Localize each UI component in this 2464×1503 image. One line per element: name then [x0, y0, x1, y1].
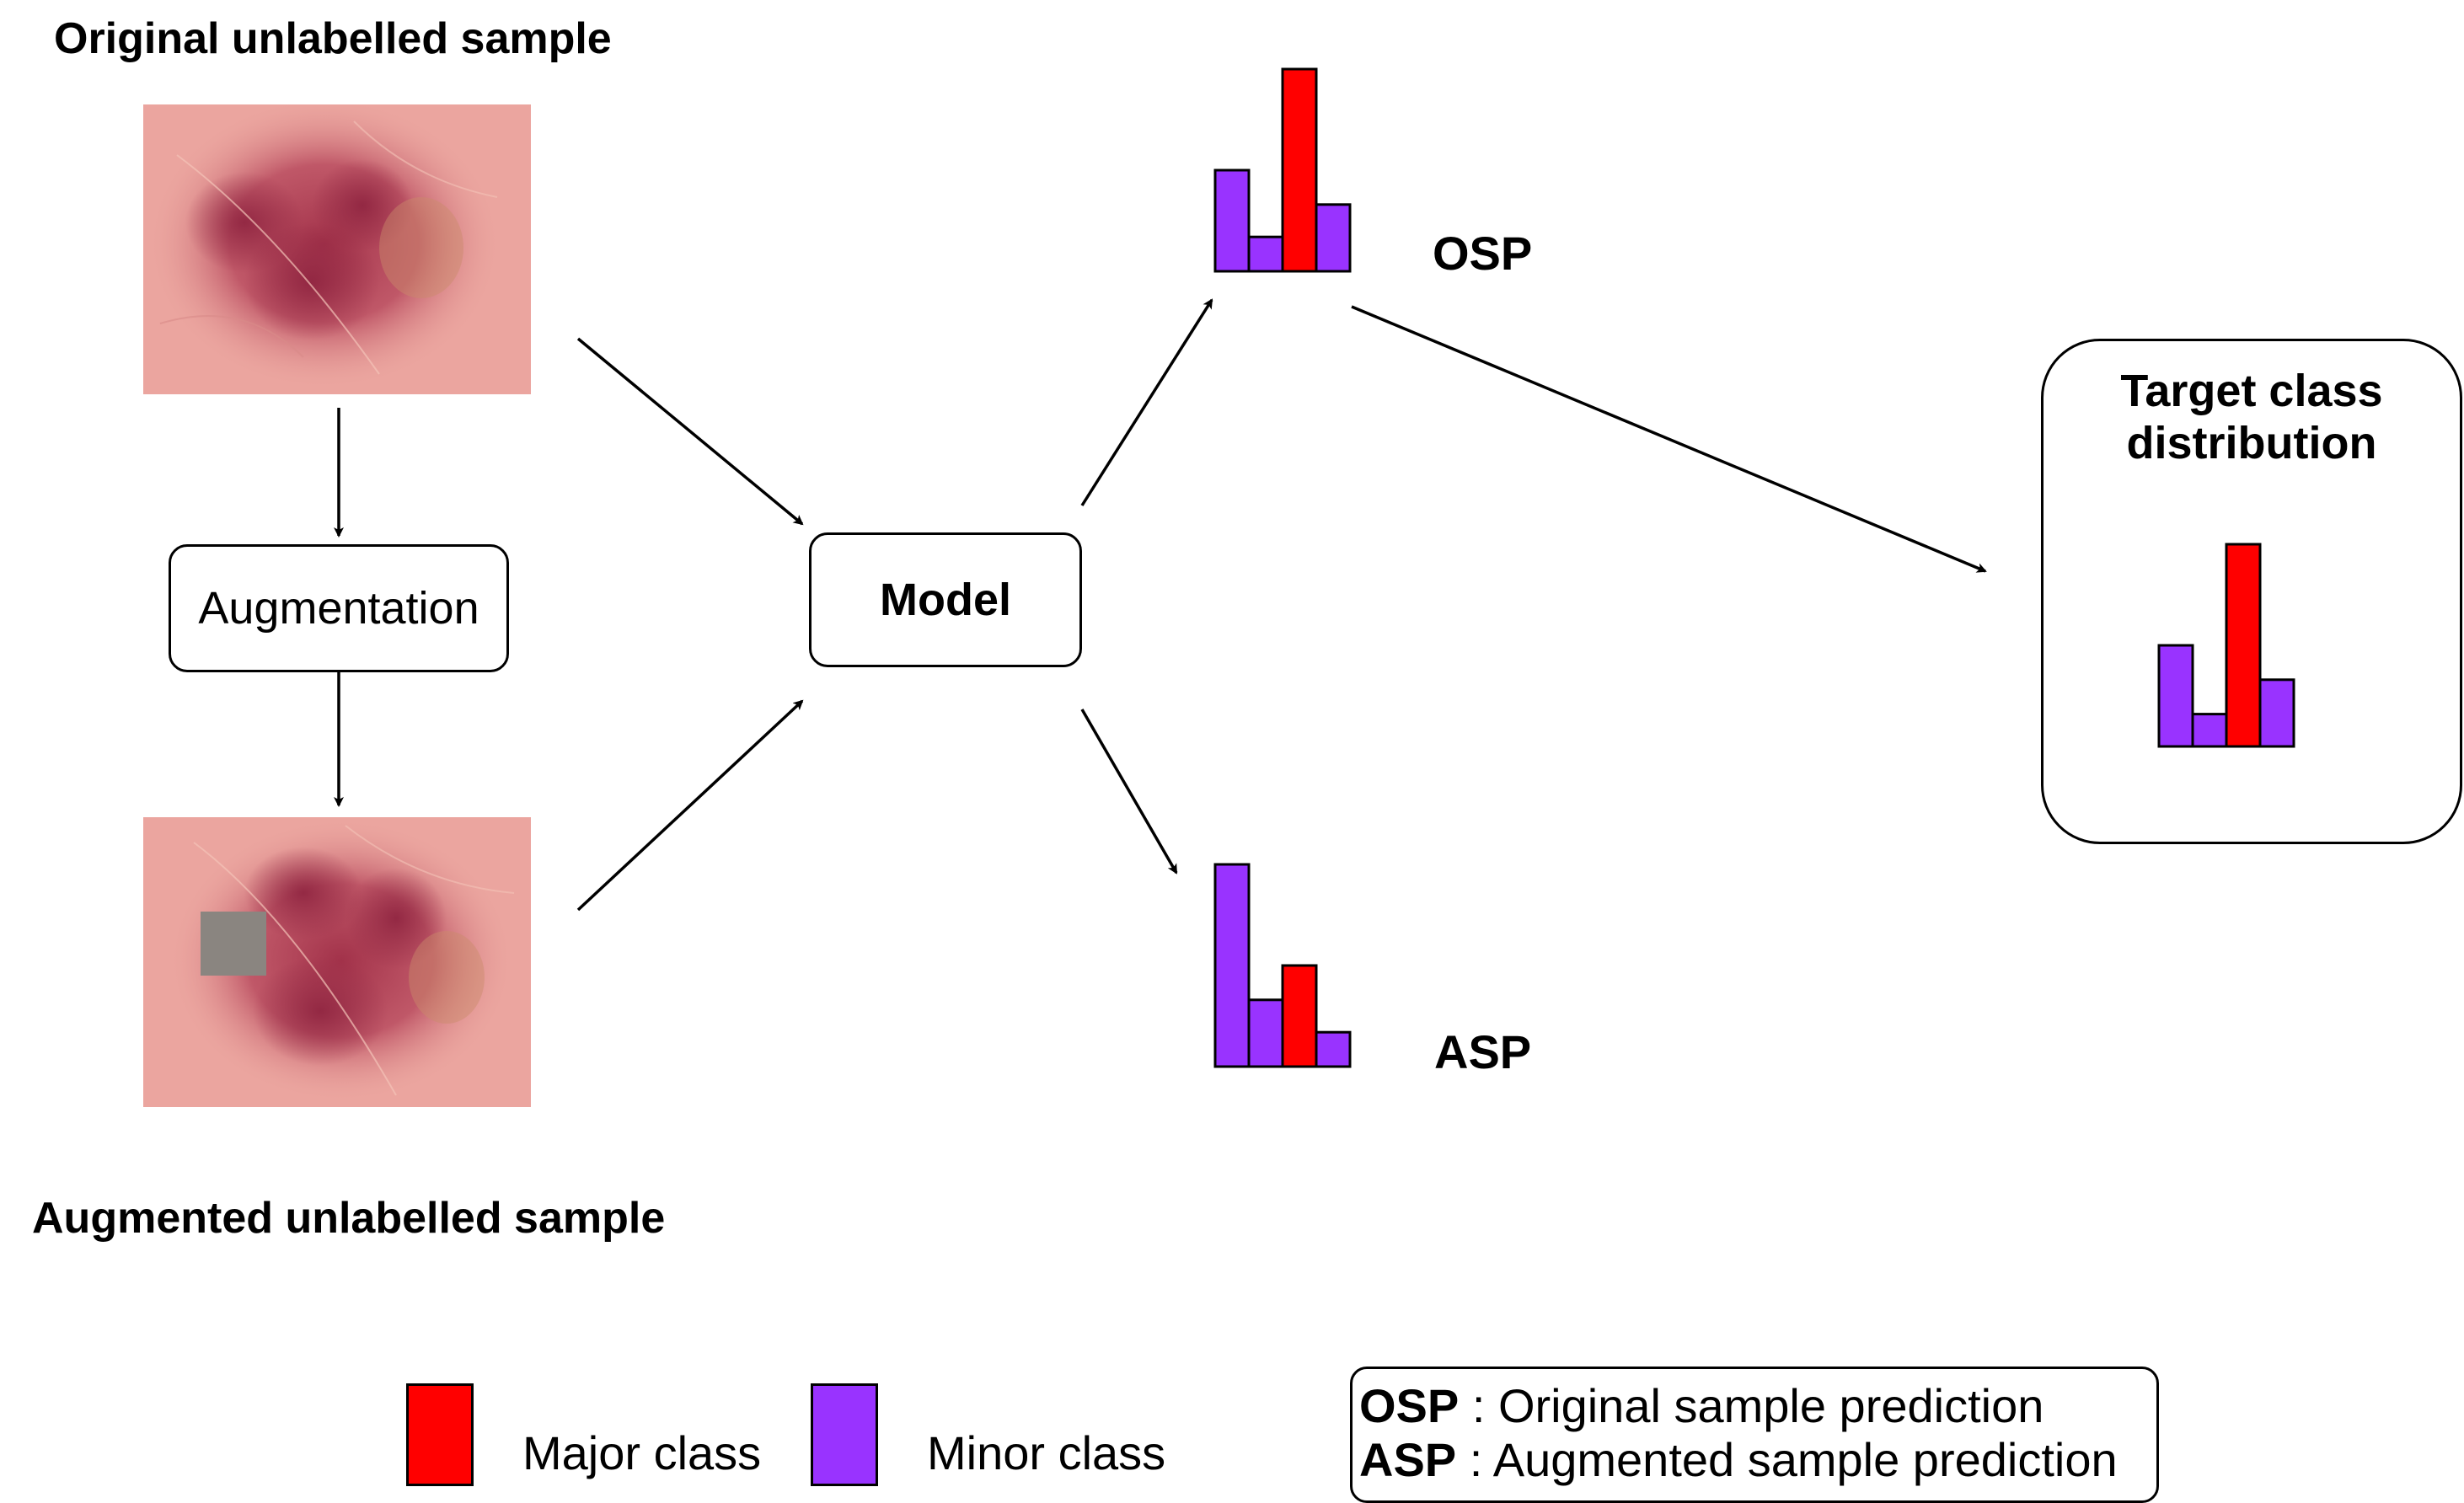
osp-bar-1 — [1213, 168, 1251, 273]
osp-bar-4 — [1315, 203, 1352, 273]
model-node: Model — [809, 532, 1082, 667]
asp-bar-3 — [1281, 964, 1318, 1068]
osp-histogram — [1213, 67, 1352, 273]
osp-bar-2 — [1247, 235, 1284, 273]
key-osp-abbr: OSP — [1359, 1379, 1460, 1432]
original-sample-heading: Original unlabelled sample — [54, 14, 612, 63]
key-asp-abbr: ASP — [1359, 1433, 1457, 1486]
target-bar-3 — [2225, 543, 2262, 748]
cutout-occlusion-square — [201, 912, 266, 976]
augmented-lesion-image — [143, 817, 531, 1107]
arrow-original-to-model — [576, 337, 804, 526]
target-title-line1: Target class — [2120, 366, 2383, 416]
target-bar-1 — [2157, 644, 2194, 748]
key-osp-line: OSP : Original sample prediction — [1359, 1379, 2150, 1433]
target-histogram — [2157, 543, 2295, 748]
minor-class-label: Minor class — [927, 1426, 1166, 1479]
key-asp-text: : Augmented sample prediction — [1456, 1433, 2118, 1486]
key-asp-line: ASP : Augmented sample prediction — [1359, 1433, 2150, 1487]
key-osp-text: : Original sample prediction — [1459, 1379, 2044, 1432]
arrow-augmented-to-model — [576, 699, 804, 912]
major-class-swatch — [406, 1383, 474, 1486]
minor-class-swatch — [811, 1383, 878, 1486]
target-bar-4 — [2258, 678, 2295, 748]
asp-bar-4 — [1315, 1030, 1352, 1068]
original-lesion-image — [143, 104, 531, 394]
major-class-label: Major class — [522, 1426, 762, 1479]
augmentation-node: Augmentation — [169, 544, 509, 672]
osp-bar-3 — [1281, 67, 1318, 273]
asp-label: ASP — [1434, 1025, 1532, 1078]
arrow-model-to-osp — [1080, 298, 1213, 506]
target-title-line2: distribution — [2126, 418, 2377, 468]
arrow-osp-to-target — [1351, 305, 1987, 573]
model-label: Model — [880, 575, 1011, 625]
abbreviation-key: OSP : Original sample prediction ASP : A… — [1350, 1367, 2159, 1503]
arrow-model-to-asp — [1080, 709, 1178, 875]
augmented-sample-heading: Augmented unlabelled sample — [32, 1194, 666, 1243]
augmentation-label: Augmentation — [198, 583, 479, 634]
asp-bar-1 — [1213, 863, 1251, 1068]
asp-histogram — [1213, 863, 1352, 1068]
asp-bar-2 — [1247, 998, 1284, 1068]
osp-label: OSP — [1433, 227, 1533, 280]
